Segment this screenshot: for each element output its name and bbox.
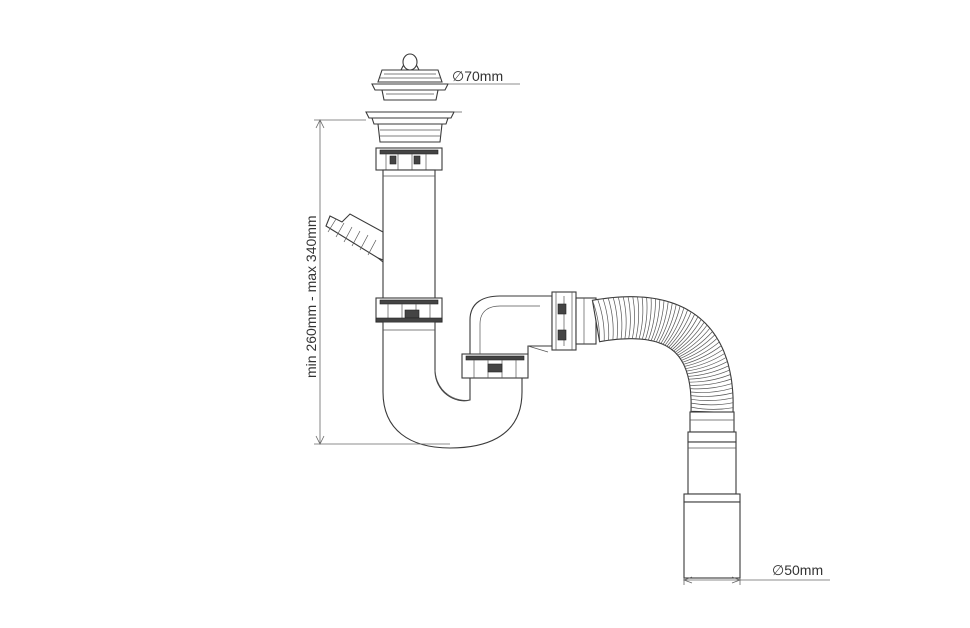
hose-rib xyxy=(687,361,728,375)
hose-rib xyxy=(682,341,720,363)
hose-rib xyxy=(635,296,640,339)
hose-rib xyxy=(650,299,661,341)
hose-rib xyxy=(671,316,699,351)
hose-rib xyxy=(660,304,677,344)
hose-rib xyxy=(662,305,681,345)
hose-rib xyxy=(602,298,610,341)
top-diameter-label: ∅70mm xyxy=(452,68,503,84)
waste-outlet-body xyxy=(365,111,455,171)
strainer-plug xyxy=(371,53,449,101)
vertical-tailpipe xyxy=(382,169,436,301)
hose-rib xyxy=(658,302,673,343)
trap-right-nut xyxy=(461,353,529,379)
hose-rib xyxy=(691,402,734,406)
hose-rib xyxy=(689,374,731,383)
hose-rib xyxy=(631,296,635,339)
side-inlet-spigot xyxy=(325,213,384,263)
hose-rib xyxy=(617,297,623,340)
dimension-bottom-diameter: ∅50mm xyxy=(682,562,830,585)
hose-rib xyxy=(685,353,725,370)
hose-rib xyxy=(690,387,733,393)
hose-rib xyxy=(678,331,713,358)
hose-rib xyxy=(607,297,614,340)
hose-rib xyxy=(668,311,692,348)
hose-rib xyxy=(655,301,669,343)
hose-rib xyxy=(680,334,716,359)
trap-elbow xyxy=(469,295,553,355)
hose-rib xyxy=(666,309,688,347)
hose-outlet-tail xyxy=(683,411,741,579)
hose-rib xyxy=(691,406,734,410)
hose-rib xyxy=(664,307,685,346)
hose-rib xyxy=(597,299,605,341)
hose-rib xyxy=(687,365,729,377)
hose-rib xyxy=(689,378,732,386)
hose-rib xyxy=(647,298,656,341)
hose-rib xyxy=(641,297,648,340)
hose-rib xyxy=(683,345,722,365)
hose-rib xyxy=(622,296,627,339)
hose-rib xyxy=(688,369,730,380)
flexible-corrugated-hose xyxy=(591,296,734,415)
height-range-label: min 260mm - max 340mm xyxy=(303,215,319,378)
hose-rib xyxy=(673,319,702,352)
hose-rib xyxy=(592,300,600,342)
hose-rib xyxy=(677,327,711,356)
hose-rib xyxy=(674,322,705,353)
hose-rib xyxy=(690,392,733,397)
hose-rib xyxy=(653,300,665,342)
hose-rib xyxy=(690,383,733,390)
horizontal-connector-nut xyxy=(551,291,597,351)
hose-rib xyxy=(627,296,631,339)
dimension-top-diameter: ∅70mm xyxy=(448,68,520,113)
hose-rib xyxy=(690,397,734,401)
hose-rib xyxy=(645,297,652,340)
hose-rib xyxy=(612,297,618,340)
dimension-height: min 260mm - max 340mm xyxy=(303,119,450,445)
hose-rib xyxy=(681,338,718,361)
bottom-diameter-label: ∅50mm xyxy=(772,562,823,578)
hose-rib xyxy=(638,297,644,340)
hose-rib xyxy=(676,324,708,355)
hose-rib xyxy=(684,349,724,367)
hose-rib xyxy=(670,314,695,349)
middle-nut xyxy=(375,297,443,323)
u-trap-bend xyxy=(382,321,523,449)
hose-rib xyxy=(686,357,727,372)
